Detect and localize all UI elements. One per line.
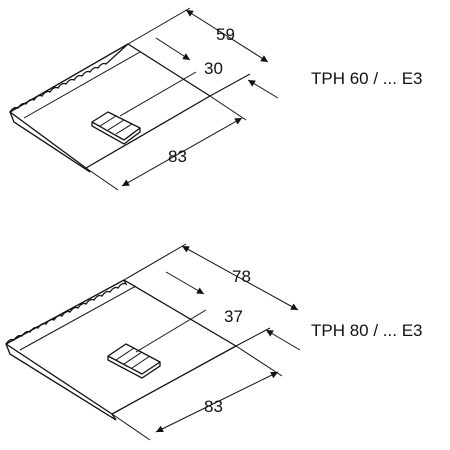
figure-tph60: 59 30 83 TPH 60 / ... E3 (9, 7, 423, 191)
plate-drawing (5, 279, 237, 421)
dim-depth-label: 83 (168, 147, 187, 166)
dim-clip-offset-label: 30 (204, 59, 223, 78)
plate-drawing (9, 43, 211, 173)
dim-overall-width-label: 59 (216, 25, 235, 44)
model-label: TPH 60 / ... E3 (311, 69, 423, 88)
dim-depth-label: 83 (204, 397, 223, 416)
dim-clip-offset-label: 37 (224, 307, 243, 326)
figure-tph80: 78 37 83 TPH 80 / ... E3 (5, 243, 423, 441)
model-label: TPH 80 / ... E3 (311, 321, 423, 340)
dim-overall-width-label: 78 (232, 267, 251, 286)
clip (107, 343, 161, 379)
